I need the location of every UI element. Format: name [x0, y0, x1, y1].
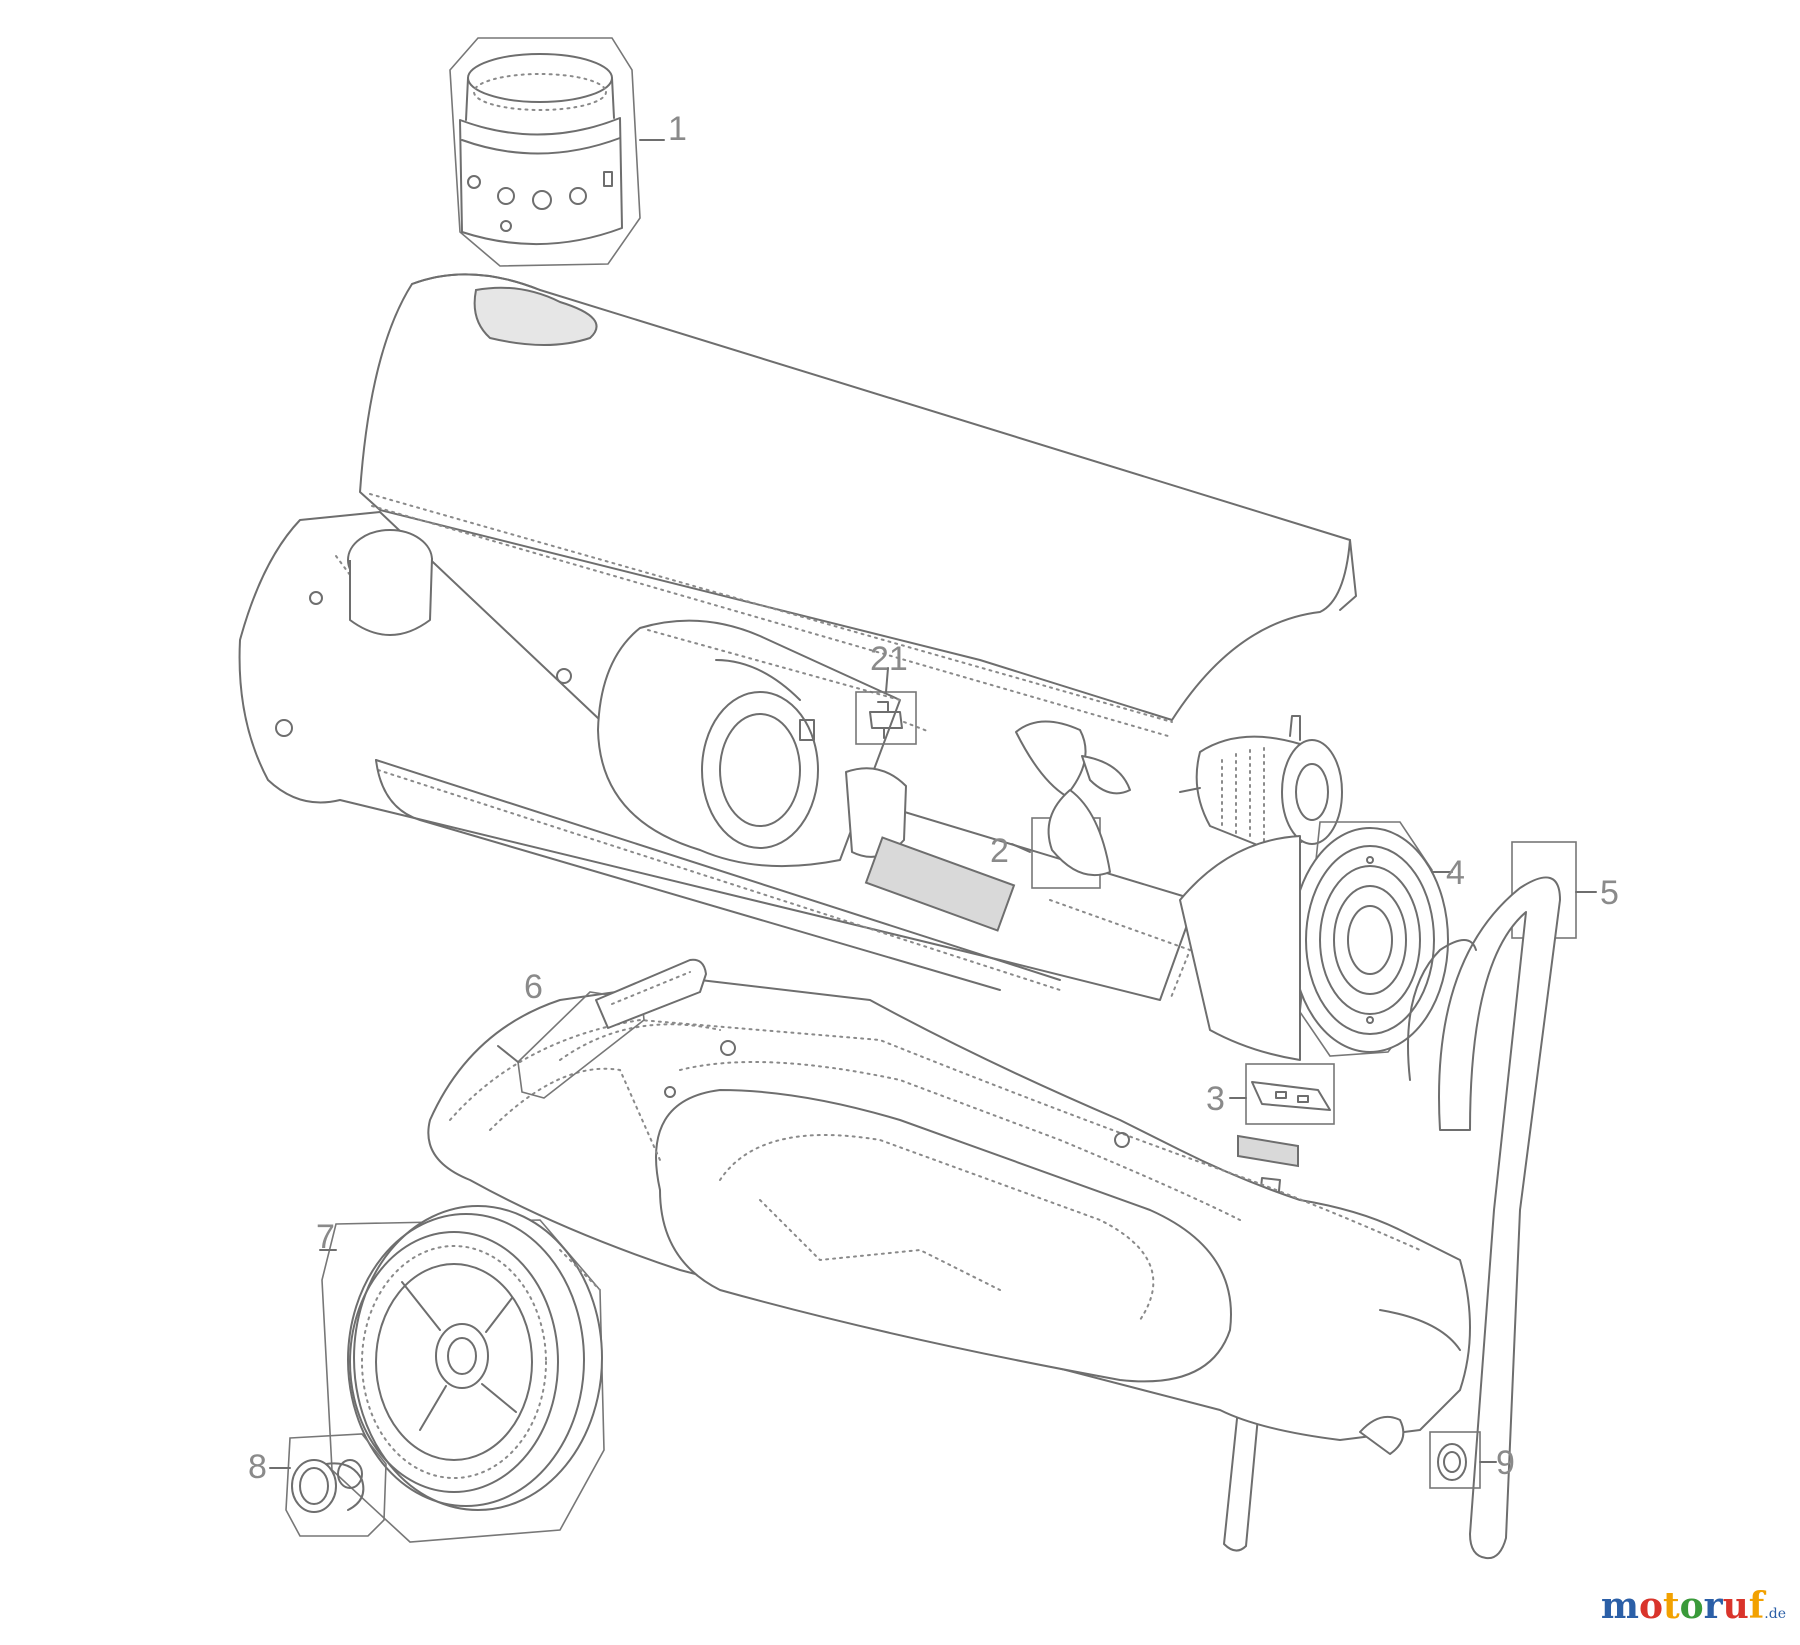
part-4-fan-guard — [1179, 821, 1453, 1061]
label-part-3: 3 — [1206, 1080, 1225, 1118]
label-part-8: 8 — [248, 1448, 267, 1486]
label-part-21: 21 — [870, 640, 908, 678]
brand-logo: motoruf.de — [1600, 1585, 1786, 1627]
label-part-2: 2 — [990, 832, 1009, 870]
label-part-9: 9 — [1496, 1444, 1515, 1482]
label-part-5: 5 — [1600, 874, 1619, 912]
label-part-1: 1 — [668, 110, 687, 148]
part-3-bracket — [1229, 1063, 1335, 1125]
part-7-wheel — [319, 1205, 605, 1543]
label-part-6: 6 — [524, 968, 543, 1006]
label-part-4: 4 — [1446, 854, 1465, 892]
heater-housing — [238, 273, 1357, 1001]
part-8-hub-cap — [269, 1433, 387, 1537]
fuel-tank-base — [427, 979, 1471, 1455]
part-1-flue-sleeve — [449, 37, 665, 267]
part-21-nozzle — [855, 667, 931, 745]
part-6-label-plate — [497, 958, 707, 1099]
part-2-fan-blade — [1011, 720, 1131, 889]
label-part-7: 7 — [316, 1218, 335, 1256]
fan-motor — [1179, 715, 1343, 848]
part-9-plug — [1429, 1431, 1497, 1489]
